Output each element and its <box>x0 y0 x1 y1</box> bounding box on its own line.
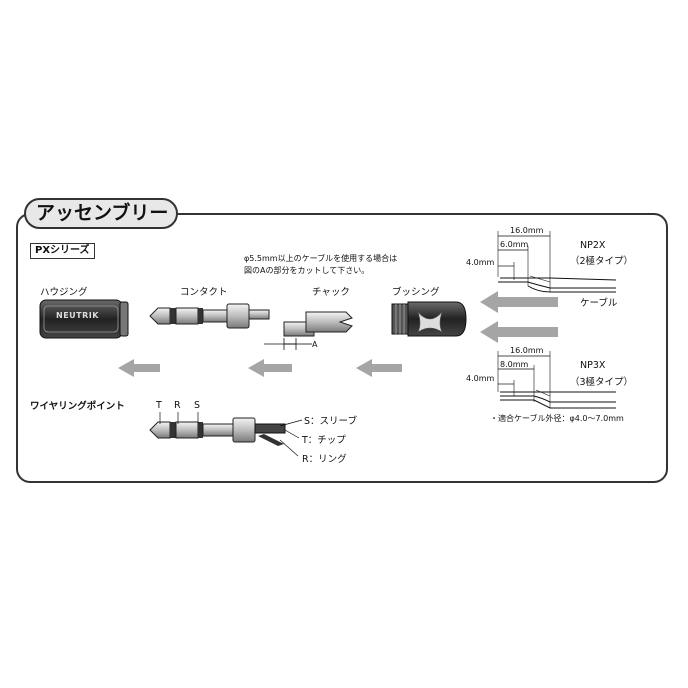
wiring-title: ワイヤリングポイント <box>30 401 125 412</box>
wiring-plug <box>149 412 303 457</box>
np2x-strip-length: 6.0mm <box>500 240 529 249</box>
np3x-cable-diagram <box>497 351 616 409</box>
contact-label: コンタクト <box>180 287 228 298</box>
housing-label: ハウジング <box>40 287 88 298</box>
cut-note-line1: φ5.5mm以上のケーブルを使用する場合は <box>244 254 398 263</box>
np3x-name: NP3X <box>580 360 606 371</box>
np2x-cable-diagram <box>497 231 617 293</box>
np2x-type: （2極タイプ） <box>570 256 634 267</box>
bushing-label: ブッシング <box>392 287 440 298</box>
wiring-letter-s: S <box>194 400 201 411</box>
wiring-letter-t: T <box>156 400 162 411</box>
np3x-total-length: 16.0mm <box>510 346 544 355</box>
housing-part <box>39 299 129 339</box>
np3x-strip-length: 8.0mm <box>500 360 529 369</box>
series-label: PXシリーズ <box>30 243 95 259</box>
compatible-cable-note: ・適合ケーブル外径：φ4.0〜7.0mm <box>490 414 624 423</box>
tip-label: T：チップ <box>302 435 346 446</box>
chuck-dimension-mark: A <box>312 340 318 349</box>
chuck-part <box>264 311 353 350</box>
np2x-lead-length: 4.0mm <box>466 258 495 267</box>
np2x-total-length: 16.0mm <box>510 226 544 235</box>
chuck-label: チャック <box>312 287 350 298</box>
np3x-lead-length: 4.0mm <box>466 374 495 383</box>
bushing-part <box>391 301 467 337</box>
ring-label: R：リング <box>302 454 347 465</box>
assembly-panel <box>16 213 668 483</box>
np2x-name: NP2X <box>580 240 606 251</box>
section-title: アッセンブリー <box>24 198 178 229</box>
sleeve-label: S：スリーブ <box>304 416 357 427</box>
contact-part <box>149 303 270 329</box>
wiring-letter-r: R <box>174 400 181 411</box>
assembly-arrows <box>118 291 558 377</box>
np3x-type: （3極タイプ） <box>570 377 634 388</box>
brand-logo-text: NEUTRIK <box>56 311 99 320</box>
cable-label: ケーブル <box>580 298 618 309</box>
cut-note-line2: 図のAの部分をカットして下さい。 <box>244 266 370 275</box>
